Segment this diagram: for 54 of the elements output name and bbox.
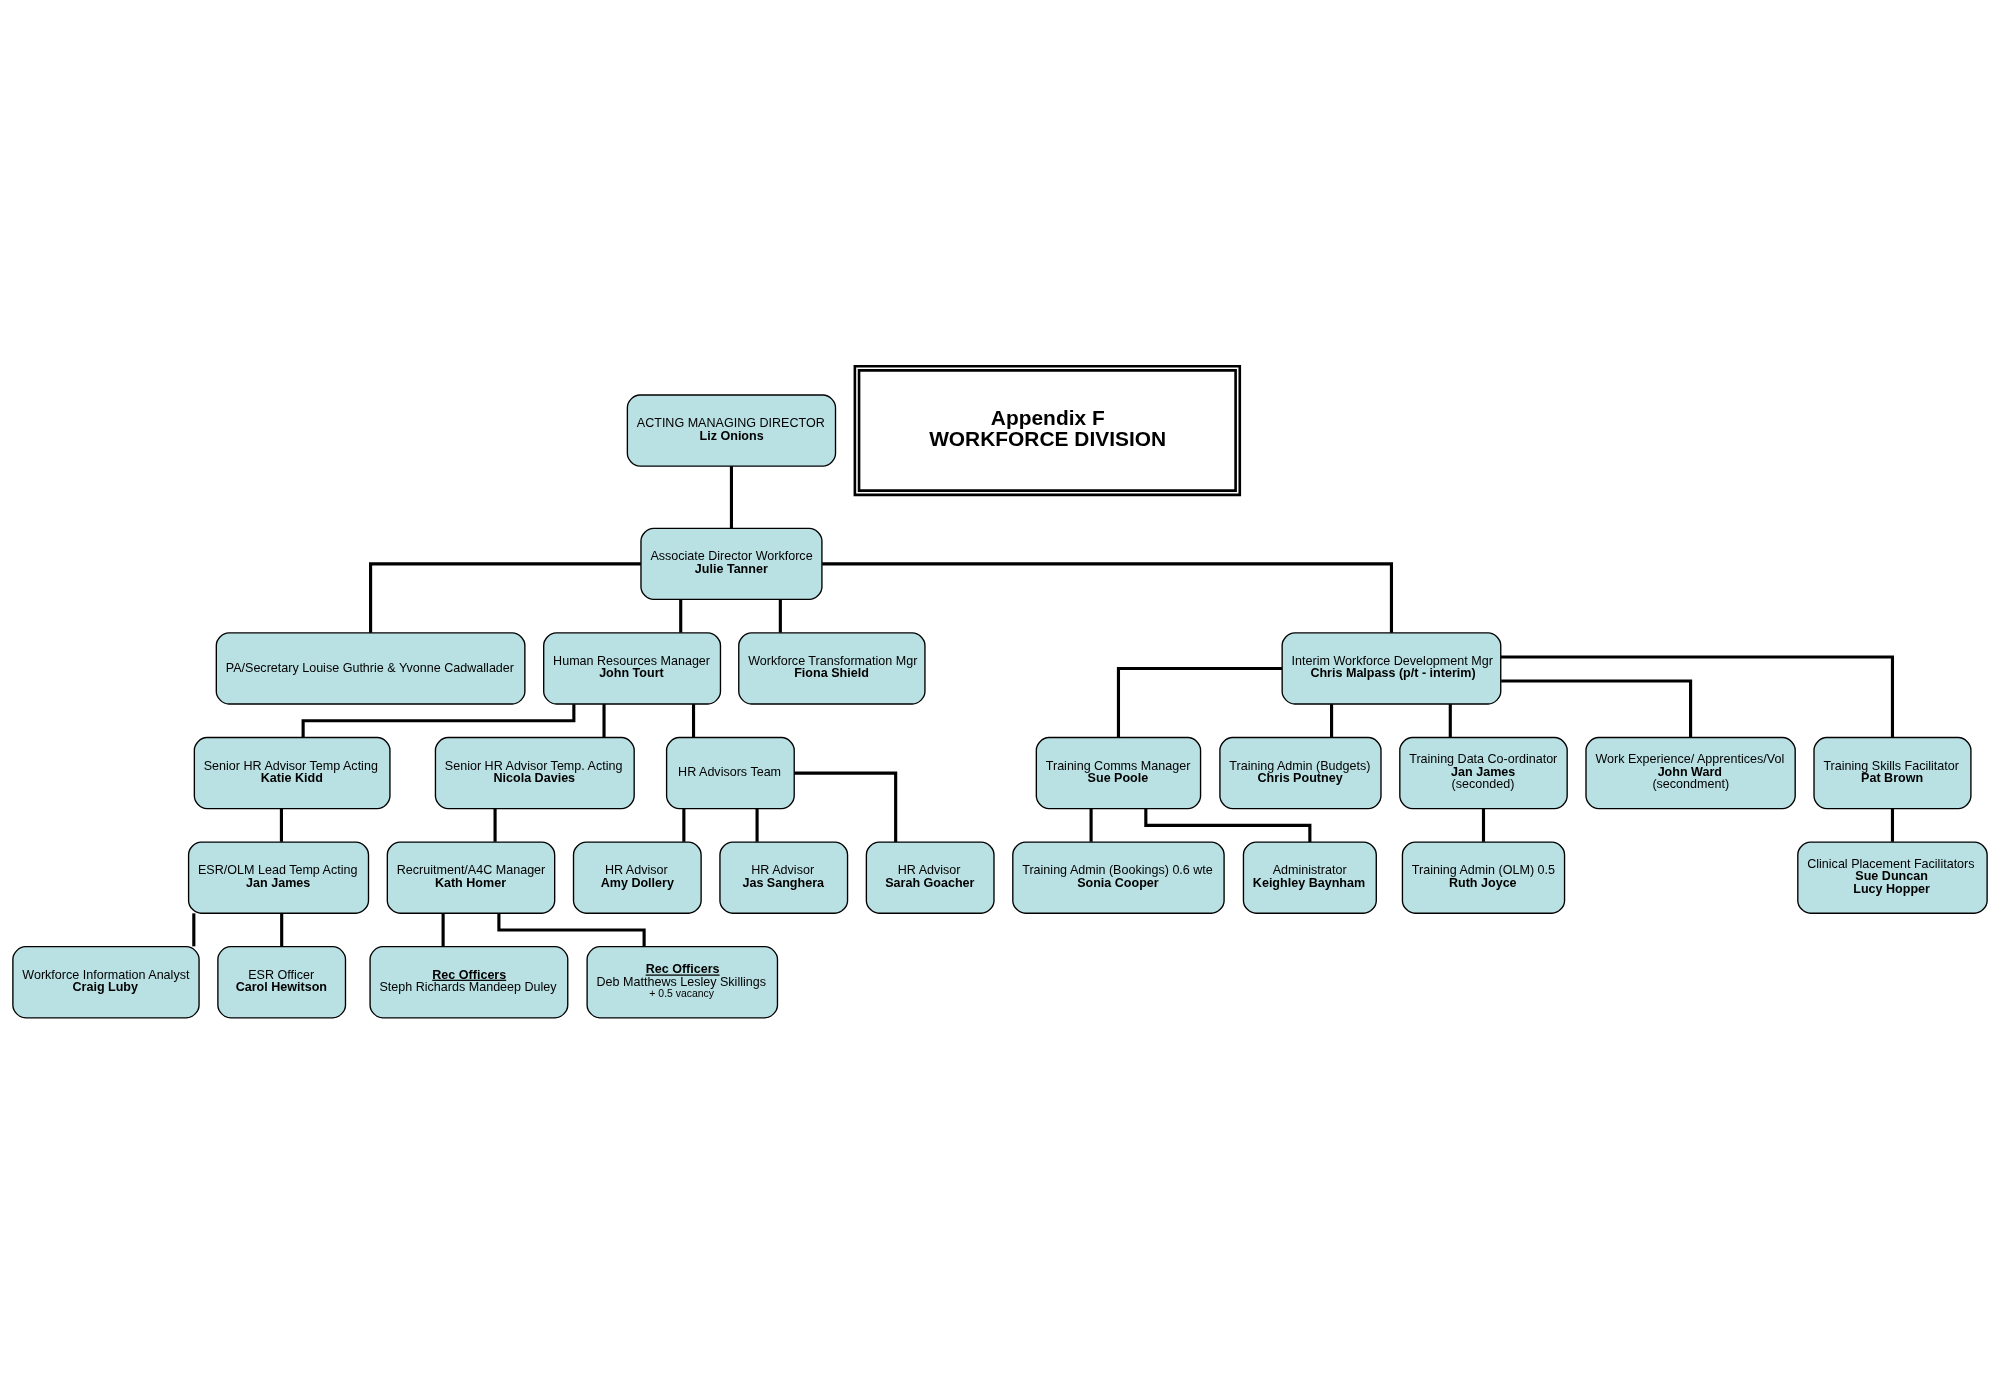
node-box: HR Advisor Sarah Goacher xyxy=(865,840,995,914)
connector xyxy=(1500,654,1895,737)
node-box: Recruitment/A4C Manager Kath Homer xyxy=(386,840,556,914)
node-box: ACTING MANAGING DIRECTOR Liz Onions xyxy=(626,393,837,467)
connector xyxy=(1116,666,1282,737)
connector xyxy=(729,465,734,528)
node-box: Workforce Information Analyst Craig Luby xyxy=(12,945,200,1018)
connector xyxy=(602,703,606,737)
connector xyxy=(822,561,1393,633)
node-box: Senior HR Advisor Temp Acting Katie Kidd xyxy=(193,736,391,809)
connector xyxy=(778,599,782,633)
connector xyxy=(1089,808,1093,842)
connector xyxy=(1890,808,1895,842)
node-box: Training Data Co-ordinator Jan James (seconded) xyxy=(1399,736,1568,809)
connector xyxy=(1144,808,1312,842)
node-box: Rec Officers Steph Richards Mandeep Duley xyxy=(369,945,569,1018)
connector xyxy=(441,912,445,946)
node-box: Senior HR Advisor Temp. Acting Nicola Davies xyxy=(434,736,635,809)
connector xyxy=(301,703,576,737)
node-box: Training Comms Manager Sue Poole xyxy=(1035,736,1202,809)
connector xyxy=(1481,808,1486,842)
connector xyxy=(755,808,759,842)
node-box: HR Advisors Team xyxy=(665,736,795,809)
node-box: Appendix F WORKFORCE DIVISION xyxy=(853,364,1242,496)
connector xyxy=(1501,678,1693,737)
node-box: HR Advisor Amy Dollery xyxy=(572,840,702,914)
node-box: ESR/OLM Lead Temp Acting Jan James xyxy=(187,840,370,914)
node-box: Human Resources Manager John Tourt xyxy=(543,631,722,705)
node-box: Training Admin (Bookings) 0.6 wte Sonia Cooper xyxy=(1012,840,1225,914)
node-box: Clinical Placement Facilitators Sue Duncan Lucy Hopper xyxy=(1797,840,1988,914)
connector xyxy=(691,703,696,737)
node-box: Training Admin (Budgets) Chris Poutney xyxy=(1219,736,1382,809)
connector xyxy=(1448,703,1452,737)
node-box: ESR Officer Carol Hewitson xyxy=(217,945,347,1018)
node-box: HR Advisor Jas Sanghera xyxy=(719,840,849,914)
connector xyxy=(192,912,196,946)
node-box: Administrator Keighley Baynham xyxy=(1242,840,1377,914)
connector xyxy=(497,912,646,946)
connector xyxy=(369,561,641,633)
node-box: Workforce Transformation Mgr Fiona Shield xyxy=(738,631,926,705)
connector xyxy=(280,912,284,946)
node-box: Training Skills Facilitator Pat Brown xyxy=(1813,736,1972,809)
node-box: Training Admin (OLM) 0.5 Ruth Joyce xyxy=(1401,840,1566,914)
node-box: Rec Officers Deb Matthews Lesley Skillings + 0.5 vacancy xyxy=(586,945,779,1018)
connector xyxy=(493,808,497,842)
node-box: PA/Secretary Louise Guthrie & Yvonne Cadwallader xyxy=(215,631,526,705)
connector xyxy=(679,599,683,633)
connector xyxy=(279,808,283,842)
connector xyxy=(682,808,686,842)
node-box: Interim Workforce Development Mgr Chris Malpass (p/t - interim) xyxy=(1281,631,1502,705)
connector xyxy=(1330,703,1334,737)
node-box: Associate Director Workforce Julie Tanner xyxy=(640,527,823,600)
connector xyxy=(794,771,898,842)
node-box: Work Experience/ Apprentices/Vol John Ward (secondment) xyxy=(1585,736,1796,809)
